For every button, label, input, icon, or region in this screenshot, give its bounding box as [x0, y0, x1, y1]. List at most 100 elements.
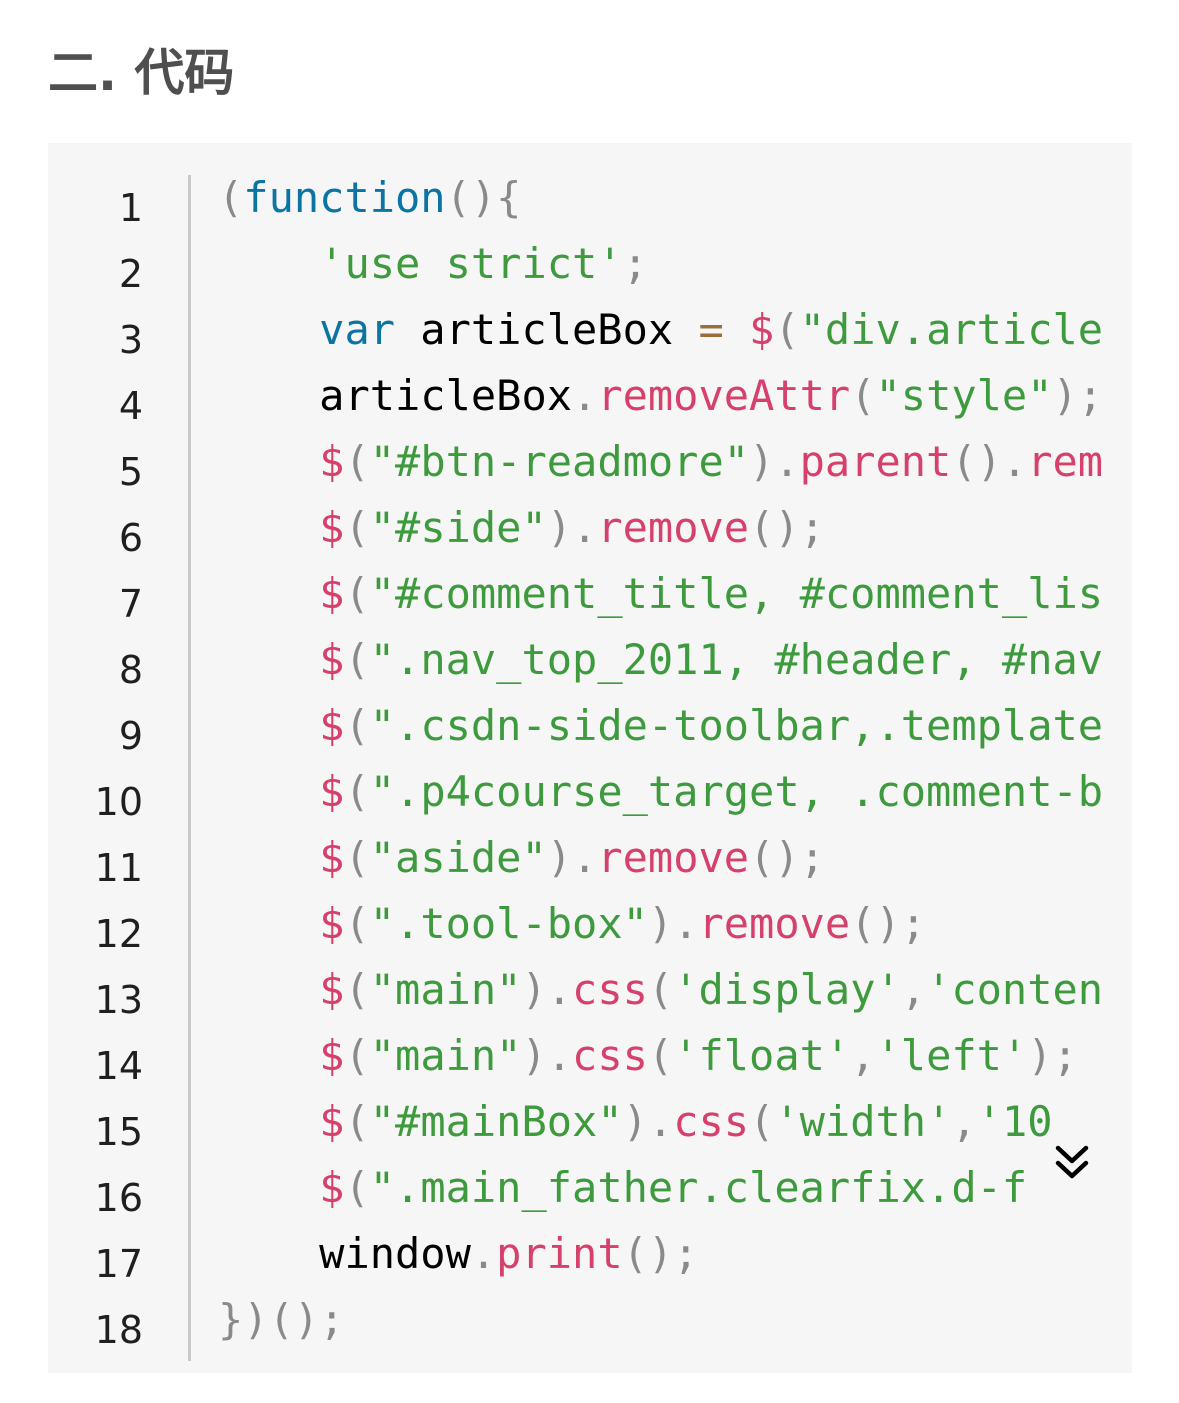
- code-token: 'width': [774, 1097, 952, 1146]
- code-token: (: [749, 1097, 775, 1146]
- code-token: print: [496, 1229, 623, 1278]
- code-line: $("#side").remove();: [218, 495, 1083, 561]
- code-token: ".nav_top_2011, #header, #nav: [369, 635, 1104, 684]
- line-number: 9: [118, 714, 143, 758]
- code-token: 'float': [673, 1031, 851, 1080]
- code-token: ();: [749, 833, 825, 882]
- code-line: $(".main_father.clearfix.d-f: [218, 1155, 1083, 1221]
- code-content: (function(){ 'use strict'; var articleBo…: [218, 165, 1103, 1353]
- line-number: 11: [94, 846, 143, 890]
- code-token: .: [470, 1229, 497, 1278]
- code-line: $("#comment_title, #comment_lis: [218, 561, 1103, 627]
- code-token: $: [749, 305, 775, 354]
- line-number: 13: [94, 978, 143, 1022]
- code-token: ).: [521, 1031, 573, 1080]
- code-token: "style": [875, 371, 1053, 420]
- chevrons-down-icon: [1055, 1145, 1089, 1179]
- code-token: ,: [900, 965, 927, 1014]
- line-number: 4: [118, 384, 143, 428]
- code-token: window: [319, 1229, 471, 1278]
- code-token: ".tool-box": [369, 899, 648, 948]
- code-line: $(".p4course_target, .comment-b: [218, 759, 1103, 825]
- code-token: (: [344, 965, 370, 1014]
- code-token: "main": [369, 1031, 522, 1080]
- code-token: $: [319, 767, 345, 816]
- code-token: );: [1052, 371, 1104, 420]
- code-token: 'conten: [926, 965, 1104, 1014]
- code-token: "#comment_title, #comment_lis: [369, 569, 1104, 618]
- line-number: 17: [94, 1242, 143, 1286]
- line-number: 16: [94, 1176, 143, 1220]
- code-token: (: [850, 371, 876, 420]
- code-line: $("main").css('display','conten: [218, 957, 1103, 1023]
- code-token: ,: [850, 1031, 876, 1080]
- code-token: (: [344, 899, 370, 948]
- code-line: articleBox.removeAttr("style");: [218, 363, 1103, 429]
- code-token: (: [774, 305, 800, 354]
- code-token: [218, 305, 319, 354]
- code-token: ();: [749, 503, 825, 552]
- code-token: 'left': [875, 1031, 1028, 1080]
- line-number: 12: [94, 912, 143, 956]
- line-number: 3: [118, 318, 143, 362]
- code-token: [218, 437, 319, 486]
- code-token: (: [344, 1163, 370, 1212]
- code-token: ().: [951, 437, 1028, 486]
- code-token: ();: [850, 899, 927, 948]
- code-token: $: [319, 437, 345, 486]
- code-token: ,: [951, 1097, 977, 1146]
- line-number: 7: [118, 582, 143, 626]
- code-token: ).: [546, 503, 598, 552]
- line-number: 15: [94, 1110, 143, 1154]
- code-token: $: [319, 833, 345, 882]
- code-token: ".p4course_target, .comment-b: [369, 767, 1104, 816]
- code-token: ".main_father.clearfix.d-f: [369, 1163, 1028, 1212]
- code-token: removeAttr: [597, 371, 851, 420]
- line-number: 2: [118, 252, 143, 296]
- code-line: 'use strict';: [218, 231, 1083, 297]
- code-token: (: [344, 1097, 370, 1146]
- code-line: })();: [218, 1287, 1083, 1353]
- code-line: (function(){: [218, 165, 1083, 231]
- code-token: css: [572, 1031, 648, 1080]
- code-token: css: [572, 965, 648, 1014]
- code-token: [724, 305, 749, 354]
- line-number: 5: [118, 450, 143, 494]
- code-token: [218, 701, 319, 750]
- code-token: [218, 833, 319, 882]
- code-line: $("#mainBox").css('width','10: [218, 1089, 1083, 1155]
- line-number: 8: [118, 648, 143, 692]
- code-token: ;: [622, 239, 648, 288]
- code-token: );: [1027, 1031, 1078, 1080]
- code-token: (: [344, 701, 370, 750]
- code-token: [218, 1229, 319, 1278]
- code-token: .: [572, 371, 598, 420]
- code-token: '10: [976, 1097, 1053, 1146]
- line-number: 18: [94, 1308, 143, 1352]
- code-token: ).: [546, 833, 598, 882]
- code-token: function: [243, 173, 446, 222]
- code-token: $: [319, 1163, 345, 1212]
- code-token: "#mainBox": [369, 1097, 623, 1146]
- code-token: ).: [647, 899, 699, 948]
- code-token: [218, 635, 319, 684]
- code-token: articleBox: [395, 305, 699, 354]
- code-token: [218, 371, 319, 420]
- expand-code-button[interactable]: [1048, 1139, 1096, 1187]
- code-token: "#side": [369, 503, 547, 552]
- code-token: parent: [799, 437, 952, 486]
- code-token: ).: [749, 437, 800, 486]
- code-token: $: [319, 965, 345, 1014]
- code-token: (: [344, 833, 370, 882]
- code-token: $: [319, 899, 345, 948]
- code-token: $: [319, 1031, 345, 1080]
- code-token: (: [344, 503, 370, 552]
- code-token: [218, 767, 319, 816]
- code-token: $: [319, 701, 345, 750]
- code-token: remove: [597, 503, 750, 552]
- code-token: (: [647, 1031, 674, 1080]
- line-number: 14: [94, 1044, 143, 1088]
- code-token: [218, 569, 319, 618]
- code-token: "main": [369, 965, 522, 1014]
